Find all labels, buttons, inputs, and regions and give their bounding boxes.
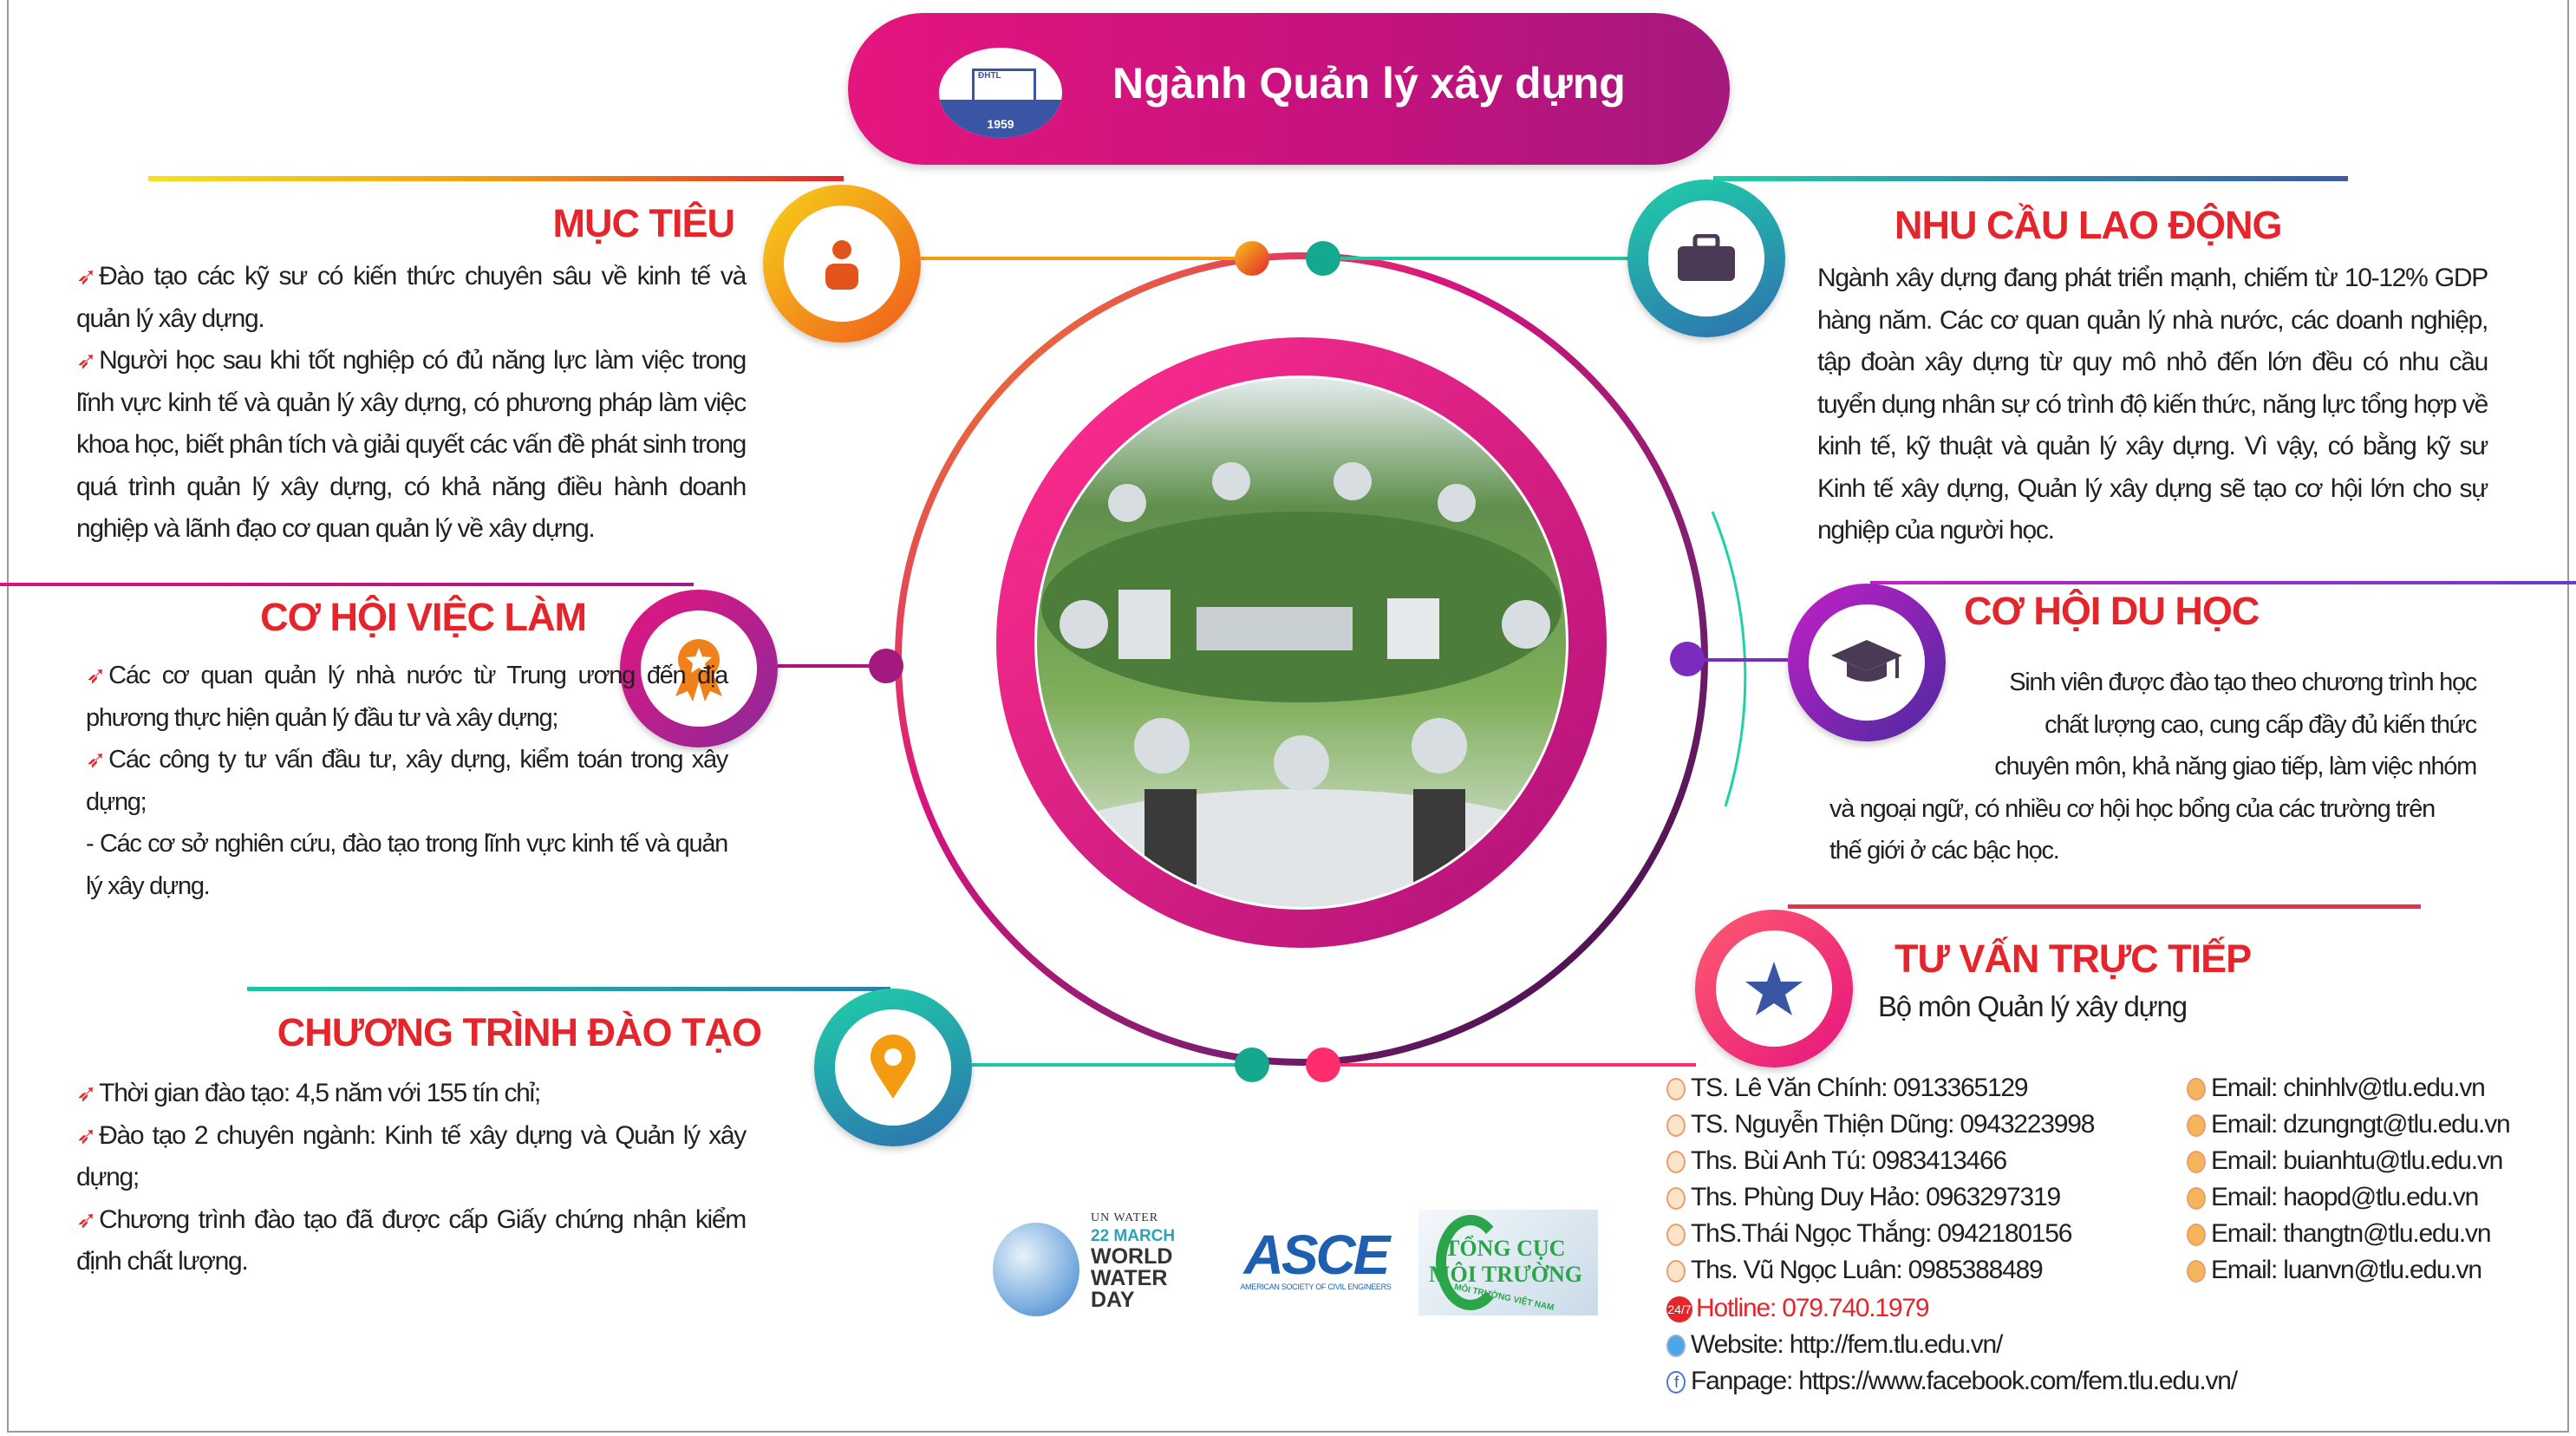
- tong-cuc-moi-truong-logo: TỔNG CỤC MÔI TRƯỜNG MÔI TRƯỜNG VIỆT NAM: [1418, 1210, 1598, 1315]
- ring-dot: [1306, 1048, 1340, 1082]
- connector: [921, 257, 1250, 260]
- hotline-24-7-icon: 24/7: [1666, 1296, 1692, 1323]
- email-item[interactable]: Email: thangtn@tlu.edu.vn: [2187, 1216, 2509, 1252]
- phone-item: TS. Nguyễn Thiện Dũng: 0943223998: [1666, 1106, 2237, 1143]
- graduation-cap-icon-badge: [1788, 584, 1946, 741]
- tu-van-heading: TƯ VẤN TRỰC TIẾP: [1895, 937, 2252, 981]
- phone-list: TS. Lê Văn Chính: 0913365129 TS. Nguyễn …: [1666, 1070, 2238, 1400]
- frame-border: [7, 0, 2569, 1433]
- phone-icon: [1666, 1078, 1686, 1101]
- du-hoc-heading: CƠ HỘI DU HỌC: [1964, 589, 2260, 633]
- du-hoc-text: Sinh viên được đào tạo theo chương trình…: [1829, 669, 2477, 865]
- person-icon-badge: [763, 185, 921, 343]
- facebook-icon: f: [1666, 1371, 1686, 1394]
- phone-icon: [1666, 1224, 1686, 1247]
- arrow-icon: ➶: [76, 1121, 96, 1149]
- phone-item: ThS.Thái Ngọc Thắng: 0942180156: [1666, 1216, 2237, 1252]
- phone-icon: [1666, 1260, 1686, 1283]
- logo-year: 1959: [987, 117, 1014, 131]
- muc-tieu-text: ➶Đào tạo các kỹ sư có kiến thức chuyên s…: [76, 262, 747, 543]
- university-logo: ĐHTL 1959: [939, 48, 1062, 138]
- mail-icon: [2187, 1151, 2206, 1174]
- mail-icon: [2187, 1114, 2206, 1138]
- connector: [972, 1063, 1251, 1067]
- divider-line: [1713, 176, 2348, 181]
- connector: [1340, 257, 1628, 260]
- ring-dot: [869, 649, 903, 683]
- email-list: Email: chinhlv@tlu.edu.vn Email: dzungng…: [2187, 1070, 2511, 1289]
- page-title: Ngành Quản lý xây dựng: [1112, 59, 1626, 108]
- star-icon-badge: [1695, 910, 1853, 1067]
- ring-dot: [1670, 642, 1705, 676]
- divider-line: [247, 987, 890, 991]
- viec-lam-heading: CƠ HỘI VIỆC LÀM: [260, 595, 587, 639]
- arrow-icon: ➶: [86, 746, 106, 773]
- arrow-icon: ➶: [86, 662, 106, 689]
- divider-line: [148, 176, 844, 181]
- phone-icon: [1666, 1187, 1686, 1211]
- mail-icon: [2187, 1260, 2206, 1283]
- ring-dot: [1235, 1048, 1269, 1082]
- ring-dot: [1306, 241, 1340, 276]
- meeting-photo: [1037, 378, 1566, 907]
- arrow-icon: ➶: [76, 263, 96, 290]
- muc-tieu-heading: MỤC TIÊU: [552, 201, 735, 245]
- divider-line: [1870, 581, 2576, 584]
- world-water-day-logo: UN WATER 22 MARCH WORLD WATER DAY: [988, 1201, 1179, 1318]
- award-icon-badge: [620, 590, 778, 747]
- nhu-cau-heading: NHU CẦU LAO ĐỘNG: [1895, 203, 2282, 247]
- email-item[interactable]: Email: haopd@tlu.edu.vn: [2187, 1179, 2509, 1216]
- briefcase-icon-badge: [1627, 180, 1785, 337]
- divider-line: [0, 583, 694, 586]
- email-item[interactable]: Email: luanvn@tlu.edu.vn: [2187, 1252, 2509, 1289]
- dao-tao-heading: CHƯƠNG TRÌNH ĐÀO TẠO: [277, 1010, 762, 1054]
- phone-item: Ths. Vũ Ngọc Luân: 0985388489: [1666, 1252, 2237, 1289]
- mail-icon: [2187, 1187, 2206, 1211]
- arrow-icon: ➶: [76, 1080, 96, 1106]
- globe-icon: [1666, 1335, 1686, 1358]
- website-link[interactable]: Website: http://fem.tlu.edu.vn/: [1666, 1327, 2237, 1363]
- phone-icon: [1666, 1114, 1686, 1138]
- email-item[interactable]: Email: dzungngt@tlu.edu.vn: [2187, 1106, 2511, 1143]
- person-icon: [825, 240, 858, 290]
- connector: [1340, 1063, 1696, 1067]
- email-item[interactable]: Email: chinhlv@tlu.edu.vn: [2187, 1070, 2509, 1106]
- divider-line: [1788, 904, 2421, 909]
- arrow-icon: ➶: [76, 1205, 96, 1233]
- connector: [778, 664, 886, 668]
- nhu-cau-text: Ngành xây dựng đang phát triển mạnh, chi…: [1817, 264, 2488, 545]
- title-banner: ĐHTL 1959 Ngành Quản lý xây dựng: [848, 13, 1730, 165]
- briefcase-icon: [1678, 234, 1735, 281]
- arrow-icon: ➶: [76, 347, 96, 374]
- graduation-cap-icon: [1831, 640, 1902, 682]
- phone-item: TS. Lê Văn Chính: 0913365129: [1666, 1070, 2237, 1106]
- ring-dot: [1235, 241, 1269, 276]
- viec-lam-text: ➶Các cơ quan quản lý nhà nước từ Trung ư…: [86, 662, 728, 900]
- email-item[interactable]: Email: buianhtu@tlu.edu.vn: [2187, 1143, 2509, 1179]
- location-pin-icon-badge: [814, 989, 972, 1146]
- phone-item: Ths. Bùi Anh Tú: 0983413466: [1666, 1143, 2237, 1179]
- tu-van-subtitle: Bộ môn Quản lý xây dựng: [1878, 990, 2188, 1022]
- connector: [1705, 658, 1788, 662]
- asce-logo: ASCE AMERICAN SOCIETY OF CIVIL ENGINEERS: [1240, 1224, 1392, 1291]
- phone-icon: [1666, 1151, 1686, 1174]
- location-pin-icon: [871, 1035, 916, 1099]
- award-icon: [675, 639, 722, 702]
- mail-icon: [2187, 1224, 2206, 1247]
- phone-item: Ths. Phùng Duy Hảo: 0963297319: [1666, 1179, 2237, 1216]
- star-icon: [1745, 962, 1803, 1015]
- dao-tao-text: ➶Thời gian đào tạo: 4,5 năm với 155 tín …: [76, 1079, 747, 1276]
- mail-icon: [2187, 1078, 2206, 1101]
